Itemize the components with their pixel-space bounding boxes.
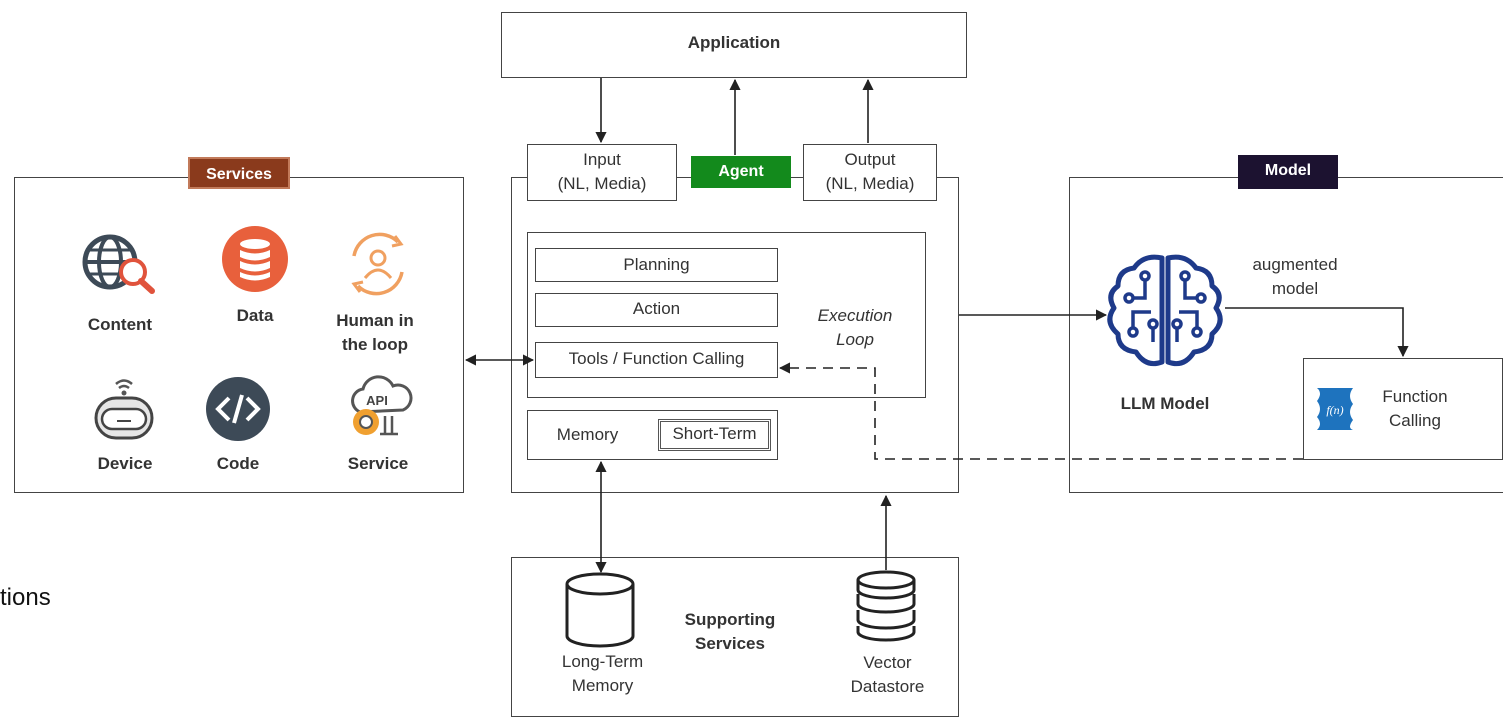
- code-icon: [206, 377, 270, 441]
- input-label: Input: [583, 150, 621, 169]
- vector-datastore-sublabel: Datastore: [850, 677, 925, 696]
- api-service-icon: API: [351, 375, 413, 436]
- brain-circuit-icon: [1107, 254, 1223, 367]
- tools-label: Tools / Function Calling: [568, 349, 745, 368]
- long-term-memory-sublabel: Memory: [571, 676, 634, 695]
- data-label: Data: [236, 306, 274, 325]
- agent-tag: Agent: [691, 156, 791, 188]
- services-tag: Services: [188, 157, 290, 189]
- output-sublabel: (NL, Media): [825, 174, 915, 193]
- vector-datastore-icon: [856, 570, 916, 642]
- input-sublabel: (NL, Media): [557, 174, 647, 193]
- short-term-box: [658, 419, 771, 451]
- human-cycle-icon: [351, 232, 404, 296]
- memory-label: Memory: [556, 425, 619, 444]
- short-term-label: Short-Term: [672, 424, 757, 443]
- long-term-memory-label: Long-Term: [561, 652, 644, 671]
- planning-label: Planning: [623, 255, 690, 274]
- planning-box: [535, 248, 778, 282]
- model-tag: Model: [1238, 155, 1338, 189]
- service-label: Service: [347, 454, 409, 473]
- application-label: Application: [687, 33, 781, 52]
- application-box: [501, 12, 967, 78]
- augmented-sublabel: model: [1271, 279, 1319, 298]
- long-term-memory-icon: [565, 572, 635, 648]
- input-box: [527, 144, 677, 201]
- code-label: Code: [216, 454, 260, 473]
- svg-text:f(n): f(n): [1326, 403, 1343, 417]
- cropped-text-fragment: tions: [0, 584, 51, 611]
- output-label: Output: [844, 150, 896, 169]
- device-icon: [94, 379, 154, 440]
- function-scroll-icon: f(n): [1317, 388, 1353, 430]
- execution-loop-sublabel: Loop: [836, 330, 874, 349]
- tools-box: [535, 342, 778, 378]
- supporting-services-subtitle: Services: [695, 634, 765, 653]
- function-calling-sublabel: Calling: [1389, 411, 1441, 430]
- output-box: [803, 144, 937, 201]
- memory-box: [527, 410, 778, 460]
- vector-datastore-label: Vector: [863, 653, 912, 672]
- human-in-loop-sublabel: the loop: [341, 335, 409, 354]
- content-label: Content: [87, 315, 153, 334]
- supporting-services-title: Supporting: [684, 610, 776, 629]
- function-calling-label: Function: [1382, 387, 1448, 406]
- human-in-loop-label: Human in: [336, 311, 414, 330]
- svg-text:API: API: [366, 393, 388, 408]
- llm-model-label: LLM Model: [1120, 394, 1210, 413]
- execution-loop-label: Execution: [817, 306, 893, 325]
- globe-search-icon: [82, 234, 155, 294]
- action-box: [535, 293, 778, 327]
- augmented-label: augmented: [1252, 255, 1338, 274]
- device-label: Device: [97, 454, 153, 473]
- database-icon: [222, 226, 288, 292]
- action-label: Action: [632, 299, 681, 318]
